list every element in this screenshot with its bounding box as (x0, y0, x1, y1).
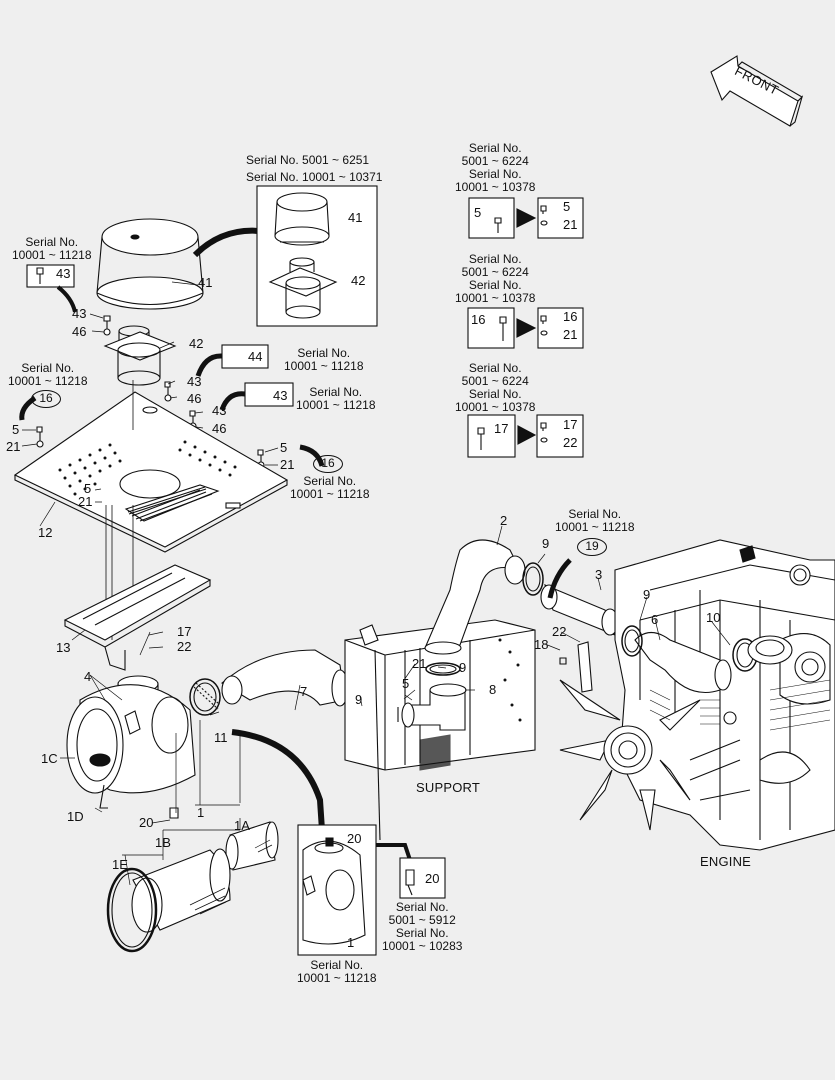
part-42-detail: 42 (351, 273, 366, 288)
front-arrow-icon (710, 55, 804, 127)
part-1: 1 (197, 805, 205, 820)
mounting-plate (13, 391, 289, 553)
detail-cap (268, 192, 338, 319)
part-6: 6 (651, 612, 659, 627)
part-20-box: 20 (425, 871, 440, 886)
part-5-plate: 5 (84, 481, 92, 496)
part-5-box-new: 5 (563, 199, 571, 214)
part-22-box-new: 22 (563, 435, 578, 450)
part-20: 20 (139, 815, 154, 830)
part-43-b: 43 (187, 374, 202, 389)
filter-elements (106, 821, 279, 953)
part-5-right: 5 (280, 440, 288, 455)
part-17-box-new: 17 (563, 417, 578, 432)
part-9-a: 9 (355, 692, 363, 707)
part-21-plate: 21 (78, 494, 93, 509)
part-22: 22 (177, 639, 192, 654)
callout-16-right: 16 (313, 455, 343, 473)
part-2: 2 (500, 513, 508, 528)
serial-note-44: Serial No. 10001 ~ 11218 (284, 346, 364, 373)
support-label: SUPPORT (416, 780, 481, 795)
part-20-detail: 20 (347, 831, 362, 846)
part-1-detail: 1 (347, 935, 355, 950)
intake-pipe (540, 584, 619, 636)
part-16-box-new: 16 (563, 309, 578, 324)
part-10: 10 (706, 610, 721, 625)
serial-note-r2: Serial No. 5001 ~ 6224 Serial No. 10001 … (455, 252, 536, 305)
detail-housing (302, 837, 366, 945)
serial-note-41-42: Serial No. 5001 ~ 6251 Serial No. 10001 … (246, 153, 383, 184)
part-18: 18 (534, 637, 549, 652)
part-13: 13 (56, 640, 71, 655)
part-1B: 1B (155, 835, 171, 850)
part-8: 8 (489, 682, 497, 697)
part-43-box-2: 43 (273, 388, 288, 403)
part-21-left: 21 (6, 439, 21, 454)
part-1E: 1E (112, 857, 128, 872)
part-1A: 1A (234, 818, 250, 833)
adapter (103, 325, 177, 386)
serial-note-43-right: Serial No. 10001 ~ 11218 (296, 385, 376, 412)
part-1C: 1C (41, 751, 58, 766)
hose (221, 649, 349, 707)
part-41-detail: 41 (348, 210, 363, 225)
part-21-box-new: 21 (563, 217, 578, 232)
serial-note-16-left: Serial No. 10001 ~ 11218 (8, 361, 88, 388)
serial-note-r3: Serial No. 5001 ~ 6224 Serial No. 10001 … (455, 361, 536, 414)
part-42: 42 (189, 336, 204, 351)
bracket (63, 564, 212, 671)
part-4: 4 (84, 669, 92, 684)
part-43: 43 (72, 306, 87, 321)
part-11: 11 (214, 730, 228, 745)
part-17: 17 (177, 624, 192, 639)
callout-19: 19 (577, 538, 607, 556)
serial-note-20: Serial No. 5001 ~ 5912 Serial No. 10001 … (382, 900, 463, 953)
part-46-b: 46 (187, 391, 202, 406)
part-9-c: 9 (542, 536, 550, 551)
part-22-engine: 22 (552, 624, 567, 639)
part-5-left: 5 (12, 422, 20, 437)
part-21-right: 21 (280, 457, 295, 472)
engine-assembly (559, 539, 835, 851)
part-1D: 1D (67, 809, 84, 824)
part-17-box-old: 17 (494, 421, 509, 436)
serial-note-r1: Serial No. 5001 ~ 6224 Serial No. 10001 … (455, 141, 536, 194)
serial-note-19: Serial No. 10001 ~ 11218 (555, 507, 635, 534)
part-7: 7 (300, 684, 308, 699)
serial-note-16-right: Serial No. 10001 ~ 11218 (290, 474, 370, 501)
callout-16-left: 16 (31, 390, 61, 408)
serial-note-43-left: Serial No. 10001 ~ 11218 (12, 235, 92, 262)
precleaner-cap (96, 218, 204, 310)
part-44-box: 44 (248, 349, 263, 364)
part-43-box: 43 (56, 266, 71, 281)
engine-label: ENGINE (700, 854, 752, 869)
air-cleaner-housing (66, 675, 196, 809)
part-46-c: 46 (212, 421, 227, 436)
serial-note-1: Serial No. 10001 ~ 11218 (297, 958, 377, 985)
plate-holes (58, 440, 237, 496)
part-3: 3 (595, 567, 603, 582)
part-5-support: 5 (402, 676, 410, 691)
part-21-support: 21 (412, 656, 427, 671)
part-12: 12 (38, 525, 53, 540)
upper-hose (424, 539, 526, 655)
part-46: 46 (72, 324, 87, 339)
part-9-b: 9 (459, 660, 467, 675)
part-41: 41 (198, 275, 213, 290)
part-21-box-new-2: 21 (563, 327, 578, 342)
part-43-c: 43 (212, 403, 227, 418)
part-9-d: 9 (643, 587, 651, 602)
part-5-box-old: 5 (474, 205, 482, 220)
part-16-box-old: 16 (471, 312, 486, 327)
